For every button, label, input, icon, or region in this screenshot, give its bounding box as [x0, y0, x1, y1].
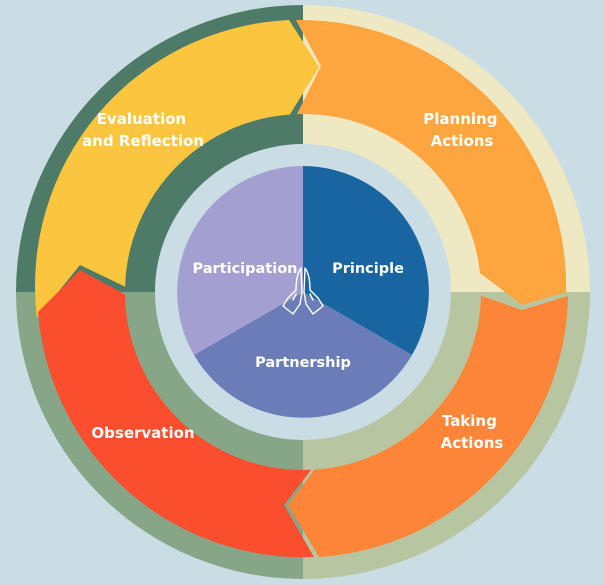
taking-actions-arrow — [288, 295, 568, 557]
pie-participation — [177, 166, 303, 355]
label-partnership: Partnership — [255, 355, 351, 371]
label-taking-actions-line2: Actions — [441, 434, 504, 452]
label-taking-actions-line1: Taking — [442, 412, 497, 430]
label-evaluation-line2: and Reflection — [82, 132, 204, 150]
label-observation: Observation — [91, 424, 194, 442]
label-evaluation: Evaluation and Reflection — [82, 110, 204, 150]
label-principle: Principle — [332, 261, 404, 277]
label-planning-line1: Planning — [423, 110, 497, 128]
pie-partnership — [194, 292, 412, 418]
pie-principle — [303, 166, 429, 355]
center-pie — [177, 166, 429, 418]
label-planning-line2: Actions — [431, 132, 494, 150]
label-evaluation-line1: Evaluation — [97, 110, 186, 128]
planning-arrow — [296, 19, 567, 306]
label-planning: Planning Actions — [423, 110, 502, 150]
label-participation: Participation — [193, 261, 298, 277]
praying-hands-icon — [282, 267, 324, 315]
label-taking-actions: Taking Actions — [441, 412, 504, 452]
